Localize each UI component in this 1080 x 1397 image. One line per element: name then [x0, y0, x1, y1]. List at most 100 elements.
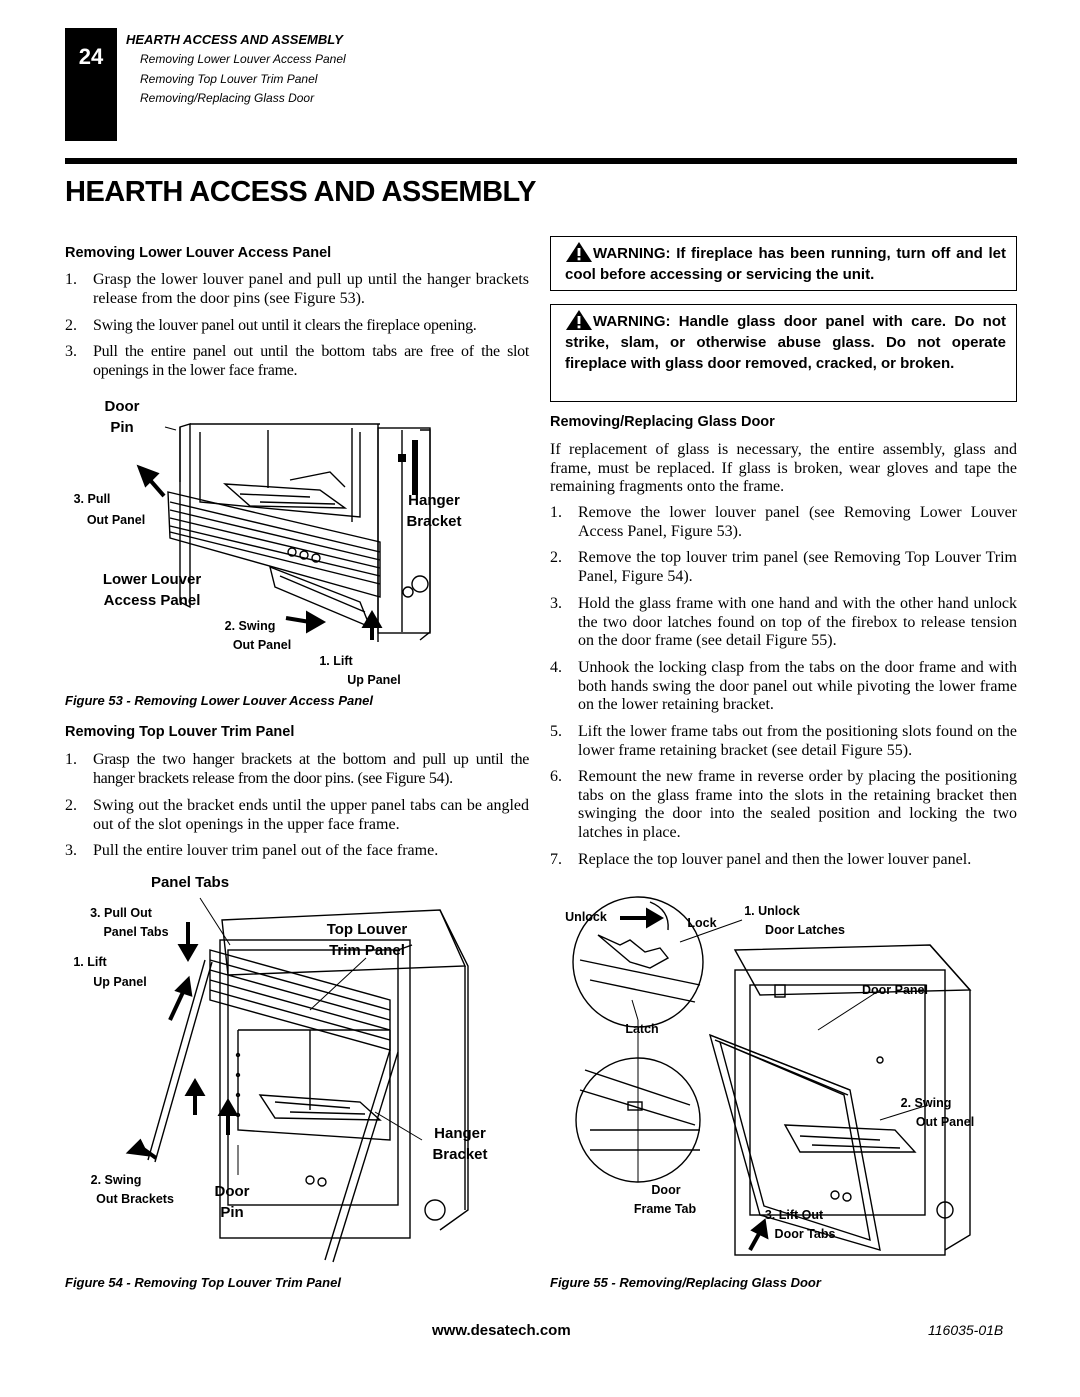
list-item: 6. Remount the new frame in reverse orde…: [550, 768, 1017, 843]
document-code: 116035-01B: [928, 1322, 1004, 1338]
label-door: Door: [214, 1183, 250, 1200]
list-number: 3.: [65, 343, 77, 360]
label-unlock-door-latches: 1. Unlock: [744, 904, 800, 918]
label-hanger: Hanger: [408, 492, 460, 509]
list-text: Swing out the bracket ends until the upp…: [93, 797, 529, 833]
list-item: 2. Remove the top louver trim panel (see…: [550, 549, 1017, 587]
label-pull-out-panel: 3. Pull: [73, 492, 111, 506]
list-text: Swing the louver panel out until it clea…: [93, 317, 477, 334]
list-item: 5. Lift the lower frame tabs out from th…: [550, 723, 1017, 761]
label-bracket: Bracket: [432, 1146, 488, 1163]
label-lift-out-door-tabs: 3. Lift Out: [764, 1208, 824, 1222]
label-bracket: Bracket: [406, 513, 462, 530]
list-item: 2. Swing out the bracket ends until the …: [65, 797, 529, 835]
label-pin: Pin: [110, 419, 134, 436]
list-number: 2.: [550, 549, 562, 566]
label-unlock: Unlock: [565, 910, 607, 924]
warning-box-glass: WARNING: Handle glass door panel with ca…: [550, 304, 1017, 402]
list-item: 3. Hold the glass frame with one hand an…: [550, 595, 1017, 651]
page-title: HEARTH ACCESS AND ASSEMBLY: [65, 176, 536, 208]
list-text: Pull the entire louver trim panel out of…: [93, 842, 439, 859]
list-text: Grasp the two hanger brackets at the bot…: [93, 751, 529, 787]
section-heading-top-louver: Removing Top Louver Trim Panel: [65, 724, 295, 740]
label-pull-out-panel-tabs: Panel Tabs: [103, 925, 169, 939]
list-number: 3.: [550, 595, 562, 612]
header-rule: [65, 158, 1017, 164]
figure-53-illustration: [136, 423, 431, 642]
label-pull-out-panel-tabs: 3. Pull Out: [90, 906, 152, 920]
label-panel-tabs: Panel Tabs: [150, 874, 230, 891]
glass-door-intro: If replacement of glass is necessary, th…: [550, 441, 1017, 495]
running-header-subsection: Removing Top Louver Trim Panel: [140, 72, 318, 86]
figure-55-caption: Figure 55 - Removing/Replacing Glass Doo…: [550, 1275, 821, 1290]
label-swing-out-panel: Out Panel: [915, 1115, 975, 1129]
list-text: Remove the lower louver panel (see Remov…: [578, 504, 1017, 540]
section-heading-glass-door: Removing/Replacing Glass Door: [550, 414, 775, 430]
label-latch: Latch: [625, 1022, 659, 1036]
label-swing-out-panel: 2. Swing: [224, 619, 276, 633]
label-swing-out-brackets: 2. Swing: [90, 1173, 142, 1187]
list-item: 1. Grasp the two hanger brackets at the …: [65, 751, 529, 789]
figure-54-caption: Figure 54 - Removing Top Louver Trim Pan…: [65, 1275, 341, 1290]
list-number: 4.: [550, 659, 562, 676]
label-top-louver: Top Louver: [326, 921, 408, 938]
label-lift-up-panel: 1. Lift: [73, 955, 107, 969]
label-pull-out-panel: Out Panel: [86, 513, 146, 527]
list-item: 1. Grasp the lower louver panel and pull…: [65, 271, 529, 309]
list-item: 1. Remove the lower louver panel (see Re…: [550, 504, 1017, 542]
list-text: Hold the glass frame with one hand and w…: [578, 595, 1017, 649]
list-number: 3.: [65, 842, 77, 859]
label-access-panel: Access Panel: [103, 592, 201, 609]
list-item: 2. Swing the louver panel out until it c…: [65, 317, 529, 337]
warning-text: WARNING: If fireplace has been running, …: [565, 245, 1006, 283]
figure-54-illustration: [125, 897, 469, 1263]
label-lower-louver: Lower Louver: [102, 571, 202, 588]
running-header-subsection: Removing/Replacing Glass Door: [140, 91, 315, 105]
page-number: 24: [78, 44, 104, 69]
page-number-box: [65, 28, 117, 141]
list-item: 7. Replace the top louver panel and then…: [550, 851, 1017, 871]
list-text: Grasp the lower louver panel and pull up…: [93, 271, 529, 307]
list-text: Lift the lower frame tabs out from the p…: [578, 723, 1017, 759]
list-item: 3. Pull the entire louver trim panel out…: [65, 842, 529, 862]
label-unlock-door-latches: Door Latches: [765, 923, 845, 937]
warning-triangle-icon: [566, 310, 592, 330]
footer-url[interactable]: www.desatech.com: [432, 1322, 571, 1339]
figure-55-illustration: [572, 896, 972, 1256]
section-heading-lower-louver: Removing Lower Louver Access Panel: [65, 245, 332, 261]
running-header-title: HEARTH ACCESS AND ASSEMBLY: [126, 32, 343, 47]
label-lift-out-door-tabs: Door Tabs: [774, 1227, 836, 1241]
list-item: 3. Pull the entire panel out until the b…: [65, 343, 529, 381]
list-item: 4. Unhook the locking clasp from the tab…: [550, 659, 1017, 715]
list-number: 5.: [550, 723, 562, 740]
label-lift-up-panel: Up Panel: [347, 673, 401, 687]
list-text: Pull the entire panel out until the bott…: [93, 343, 529, 379]
list-number: 7.: [550, 851, 562, 868]
label-lift-up-panel: 1. Lift: [319, 654, 353, 668]
running-header-subsection: Removing Lower Louver Access Panel: [140, 52, 346, 66]
list-number: 1.: [550, 504, 562, 521]
warning-box-hot: WARNING: If fireplace has been running, …: [550, 236, 1017, 291]
label-hanger: Hanger: [434, 1125, 486, 1142]
label-swing-out-panel: 2. Swing: [900, 1096, 952, 1110]
label-trim-panel: Trim Panel: [329, 942, 405, 959]
label-door-panel: Door Panel: [862, 983, 928, 997]
label-lock: Lock: [687, 916, 717, 930]
list-text: Unhook the locking clasp from the tabs o…: [578, 659, 1017, 713]
list-text: Remount the new frame in reverse order b…: [578, 768, 1017, 841]
label-door-frame-tab: Door: [651, 1183, 681, 1197]
list-number: 6.: [550, 768, 562, 785]
warning-triangle-icon: [566, 242, 592, 262]
label-door-frame-tab: Frame Tab: [633, 1202, 697, 1216]
label-swing-out-panel: Out Panel: [232, 638, 292, 652]
warning-text: WARNING: Handle glass door panel with ca…: [565, 313, 1006, 372]
label-door: Door: [104, 398, 140, 415]
label-lift-up-panel: Up Panel: [93, 975, 147, 989]
list-text: Remove the top louver trim panel (see Re…: [578, 549, 1017, 585]
list-number: 2.: [65, 317, 77, 334]
label-pin: Pin: [220, 1204, 244, 1221]
list-number: 2.: [65, 797, 77, 814]
list-number: 1.: [65, 271, 77, 288]
list-text: Replace the top louver panel and then th…: [578, 851, 972, 868]
label-swing-out-brackets: Out Brackets: [96, 1192, 174, 1206]
